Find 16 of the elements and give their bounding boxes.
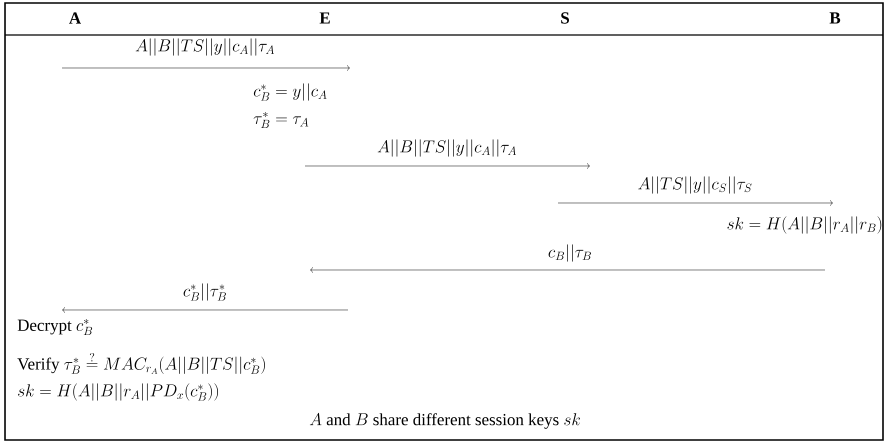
equation: $c_B^* = y||c_A$ xyxy=(254,83,326,101)
equation: $\mbox{Decrypt }c_B^*$ xyxy=(18,318,92,336)
message-label: $c_B^*||\tau_B^*$ xyxy=(184,283,226,301)
column-header: E xyxy=(320,12,330,24)
equation: $sk = H(A||B||r_A||PD_x(c_B^*))$ xyxy=(18,383,218,401)
equation: $\mbox{Verify }\tau_B^* \stackrel{?}{=} MAC_{r_A}(A||B||TS||c_B^*)$ xyxy=(17,352,265,374)
equation: $A\mbox{ and }B\mbox{ share different session keys }sk$ xyxy=(310,412,580,429)
equation: $\tau_B^* = \tau_A$ xyxy=(254,112,308,128)
message-label: $A||TS||y||c_S||\tau_S$ xyxy=(638,176,752,194)
message-label: $c_B||\tau_B$ xyxy=(548,244,591,262)
message-label: $A||B||TS||y||c_A||\tau_A$ xyxy=(378,139,516,157)
column-header: A xyxy=(69,12,81,24)
column-header: S xyxy=(561,12,569,24)
message-label: $A||B||TS||y||c_A||\tau_A$ xyxy=(136,38,274,56)
equation: $sk = H(A||B||r_A||r_B)$ xyxy=(727,216,882,234)
column-header: B xyxy=(830,12,840,24)
